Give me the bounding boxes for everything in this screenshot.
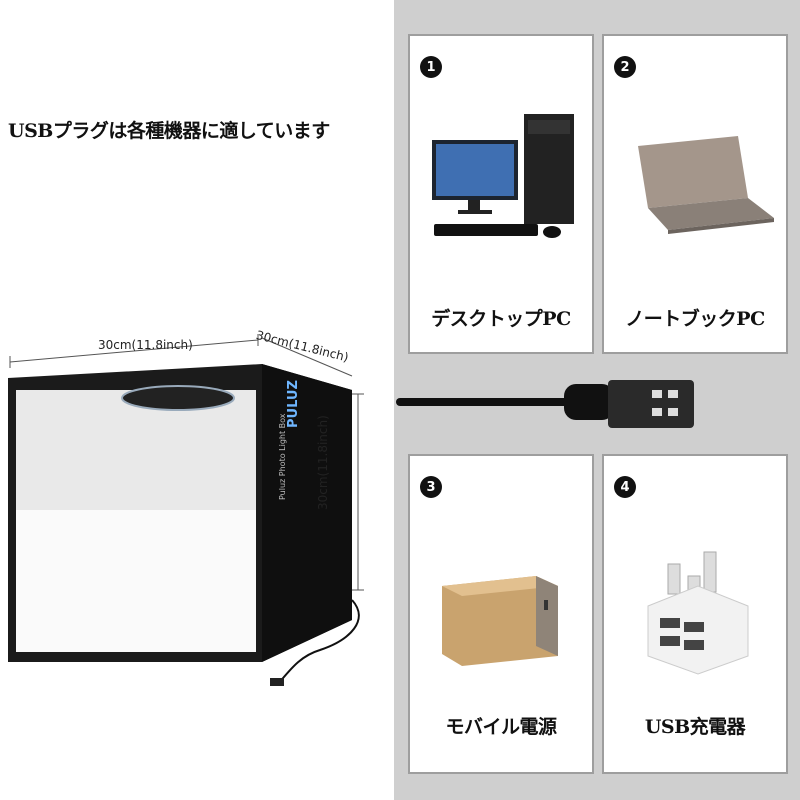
number-badge: 3 — [420, 476, 442, 498]
desktop-pc-icon — [432, 114, 574, 238]
lightbox-subtitle: Puluz Photo Light Box — [278, 413, 287, 500]
lightbox-height-label: 30cm(11.8inch) — [316, 415, 330, 510]
device-label: ノートブックPC — [625, 308, 765, 330]
device-card-power-bank: 3 モバイル電源 — [408, 454, 594, 774]
headline: USBプラグは各種機器に適しています — [8, 120, 330, 142]
number-badge: 2 — [614, 56, 636, 78]
device-label: モバイル電源 — [445, 716, 557, 738]
laptop-icon — [638, 136, 774, 234]
number-badge: 4 — [614, 476, 636, 498]
device-panel: 1 デスクトップPC 2 ノートブックPC 3 モ — [394, 0, 800, 800]
lightbox-width-label: 30cm(11.8inch) — [98, 338, 193, 352]
lightbox-brand: PULUZ — [286, 380, 301, 428]
device-card-usb-charger: 4 USB充電器 — [602, 454, 788, 774]
light-box-illustration — [8, 334, 364, 686]
device-label: デスクトップPC — [431, 308, 571, 330]
usb-charger-icon — [647, 551, 749, 675]
device-card-desktop: 1 デスクトップPC — [408, 34, 594, 354]
power-bank-icon — [442, 576, 558, 666]
device-label: USB充電器 — [644, 716, 746, 738]
usb-cable-icon — [396, 380, 694, 428]
device-card-laptop: 2 ノートブックPC — [602, 34, 788, 354]
number-badge: 1 — [420, 56, 442, 78]
